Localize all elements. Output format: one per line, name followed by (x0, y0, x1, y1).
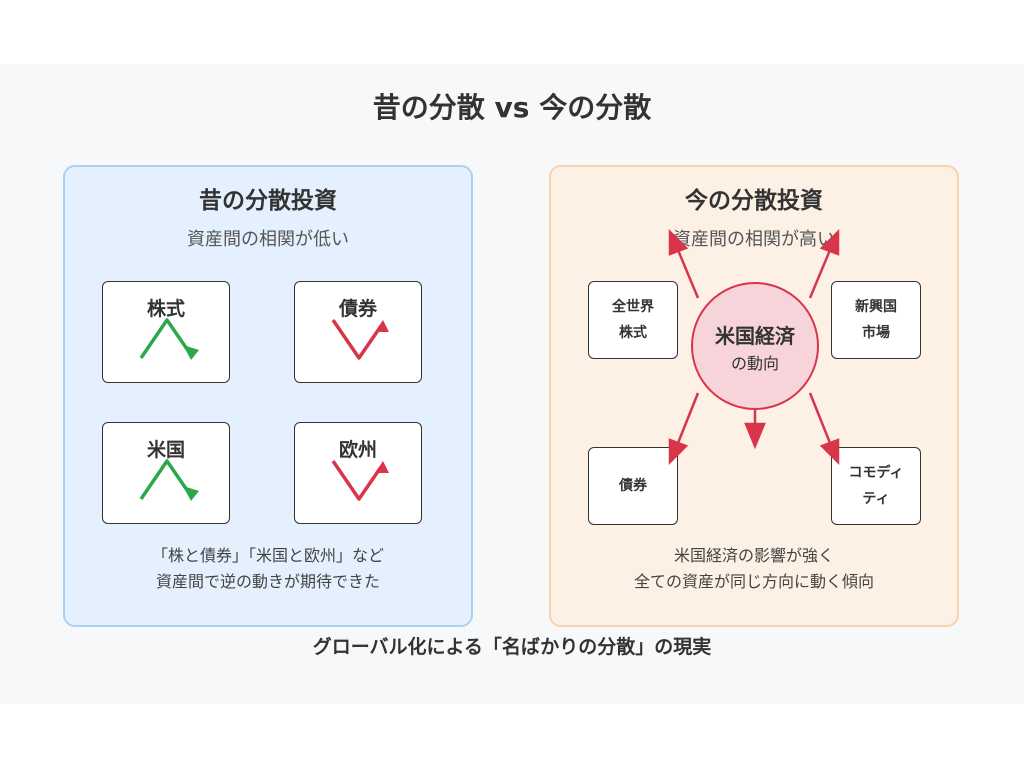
asset-box-us: 米国 (102, 422, 230, 524)
footer-line: 「株と債券」「米国と欧州」など (151, 546, 384, 565)
asset-box-bonds: 債券 (294, 281, 422, 383)
asset-label-line: 全世界 (612, 299, 654, 315)
asset-label-line: コモディ (848, 465, 904, 481)
footer-line: 米国経済の影響が強く (673, 546, 834, 565)
left-panel-footer: 「株と債券」「米国と欧州」など 資産間で逆の動きが期待できた (65, 543, 471, 595)
asset-label-line: ティ (862, 491, 890, 507)
right-panel-title: 今の分散投資 (685, 188, 823, 214)
hub-title: 米国経済 (715, 324, 795, 348)
us-economy-hub: 米国経済 の動向 (691, 282, 819, 410)
hub-subtitle: の動向 (730, 354, 779, 373)
footer-line: 資産間で逆の動きが期待できた (155, 572, 380, 591)
trend-down-up-icon (331, 319, 389, 360)
page-title: 昔の分散 vs 今の分散 (372, 91, 652, 124)
asset-box-commodities: コモディ ティ (831, 447, 921, 525)
asset-box-stocks: 株式 (102, 281, 230, 383)
arrowhead-icon (668, 228, 689, 256)
asset-box-label: 欧州 (338, 439, 377, 461)
asset-box-label: 債券 (338, 298, 377, 320)
left-panel-subtitle: 資産間の相関が低い (187, 229, 349, 250)
asset-box-label: 米国 (146, 439, 185, 461)
arrowhead-icon (744, 422, 766, 450)
arrow-down-left (676, 392, 700, 444)
asset-box-label: 株式 (146, 298, 185, 320)
left-panel-title: 昔の分散投資 (199, 188, 337, 214)
trend-up-down-icon (139, 459, 199, 501)
bottom-caption: グローバル化による「名ばかりの分散」の現実 (312, 636, 712, 658)
asset-box-global-stocks: 全世界 株式 (588, 281, 678, 359)
trend-up-down-icon (139, 318, 199, 360)
trend-down-up-icon (331, 460, 389, 501)
right-panel-subtitle: 資産間の相関が高い (673, 229, 835, 250)
asset-box-europe: 欧州 (294, 422, 422, 524)
arrowhead-icon (668, 438, 689, 466)
right-panel-footer: 米国経済の影響が強く 全ての資産が同じ方向に動く傾向 (551, 543, 957, 595)
arrow-down-right (808, 392, 832, 444)
arrowhead-icon (819, 438, 840, 466)
asset-label-line: 株式 (619, 325, 647, 341)
arrow-up-right (808, 249, 832, 299)
asset-label-line: 新興国 (855, 299, 897, 315)
asset-box-bonds-right: 債券 (588, 447, 678, 525)
asset-label-line: 債券 (619, 478, 647, 494)
asset-box-emerging-markets: 新興国 市場 (831, 281, 921, 359)
footer-line: 全ての資産が同じ方向に動く傾向 (633, 572, 874, 591)
arrowhead-icon (819, 228, 840, 256)
asset-label-line: 市場 (862, 325, 890, 341)
left-panel: 昔の分散投資 資産間の相関が低い 株式 債券 米国 欧州 「株と債券」「米国と欧… (63, 165, 473, 627)
arrow-up-left (676, 249, 700, 299)
